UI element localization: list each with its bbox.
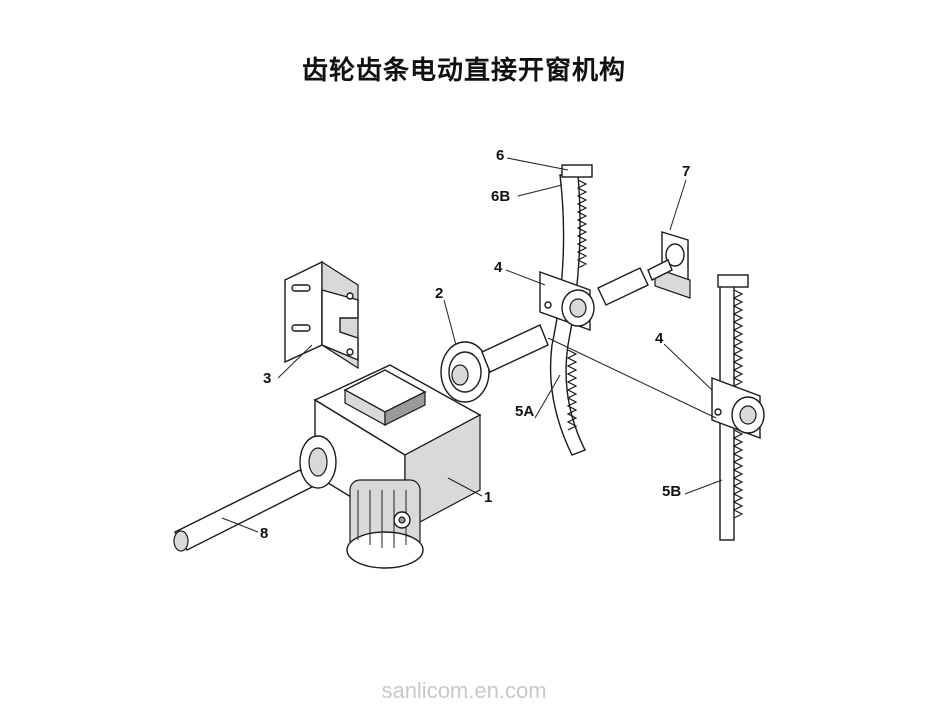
label-4b: 4 [655, 330, 664, 347]
sprocket [440, 324, 549, 403]
rack-driver-upper [539, 267, 649, 331]
label-2: 2 [435, 285, 443, 302]
watermark: sanlicom.en.com [381, 678, 547, 703]
mounting-bracket [284, 260, 359, 370]
leader-4b [663, 343, 713, 391]
leader-3 [277, 344, 313, 379]
label-8: 8 [260, 525, 268, 542]
label-1: 1 [484, 489, 492, 506]
end-bracket [647, 231, 691, 299]
rack-driver-lower [711, 376, 765, 440]
label-5b: 5B [662, 483, 681, 500]
leader-6b [517, 184, 563, 197]
output-shaft [173, 469, 314, 552]
leader-5a [534, 374, 561, 419]
leader-1 [447, 477, 483, 497]
label-6: 6 [496, 147, 504, 164]
label-3: 3 [263, 370, 271, 387]
leader-5b [684, 479, 723, 495]
label-5a: 5A [515, 403, 534, 420]
leader-2 [443, 299, 457, 346]
label-6b: 6B [491, 188, 510, 205]
label-4a: 4 [494, 259, 503, 276]
shaft-axis-line [547, 337, 717, 419]
label-7: 7 [682, 163, 690, 180]
gear-motor [299, 364, 482, 569]
leader-6 [506, 157, 569, 171]
leader-8 [221, 517, 259, 533]
leader-7 [669, 179, 687, 231]
leader-4a [505, 269, 546, 286]
diagram-title: 齿轮齿条电动直接开窗机构 [301, 56, 626, 86]
